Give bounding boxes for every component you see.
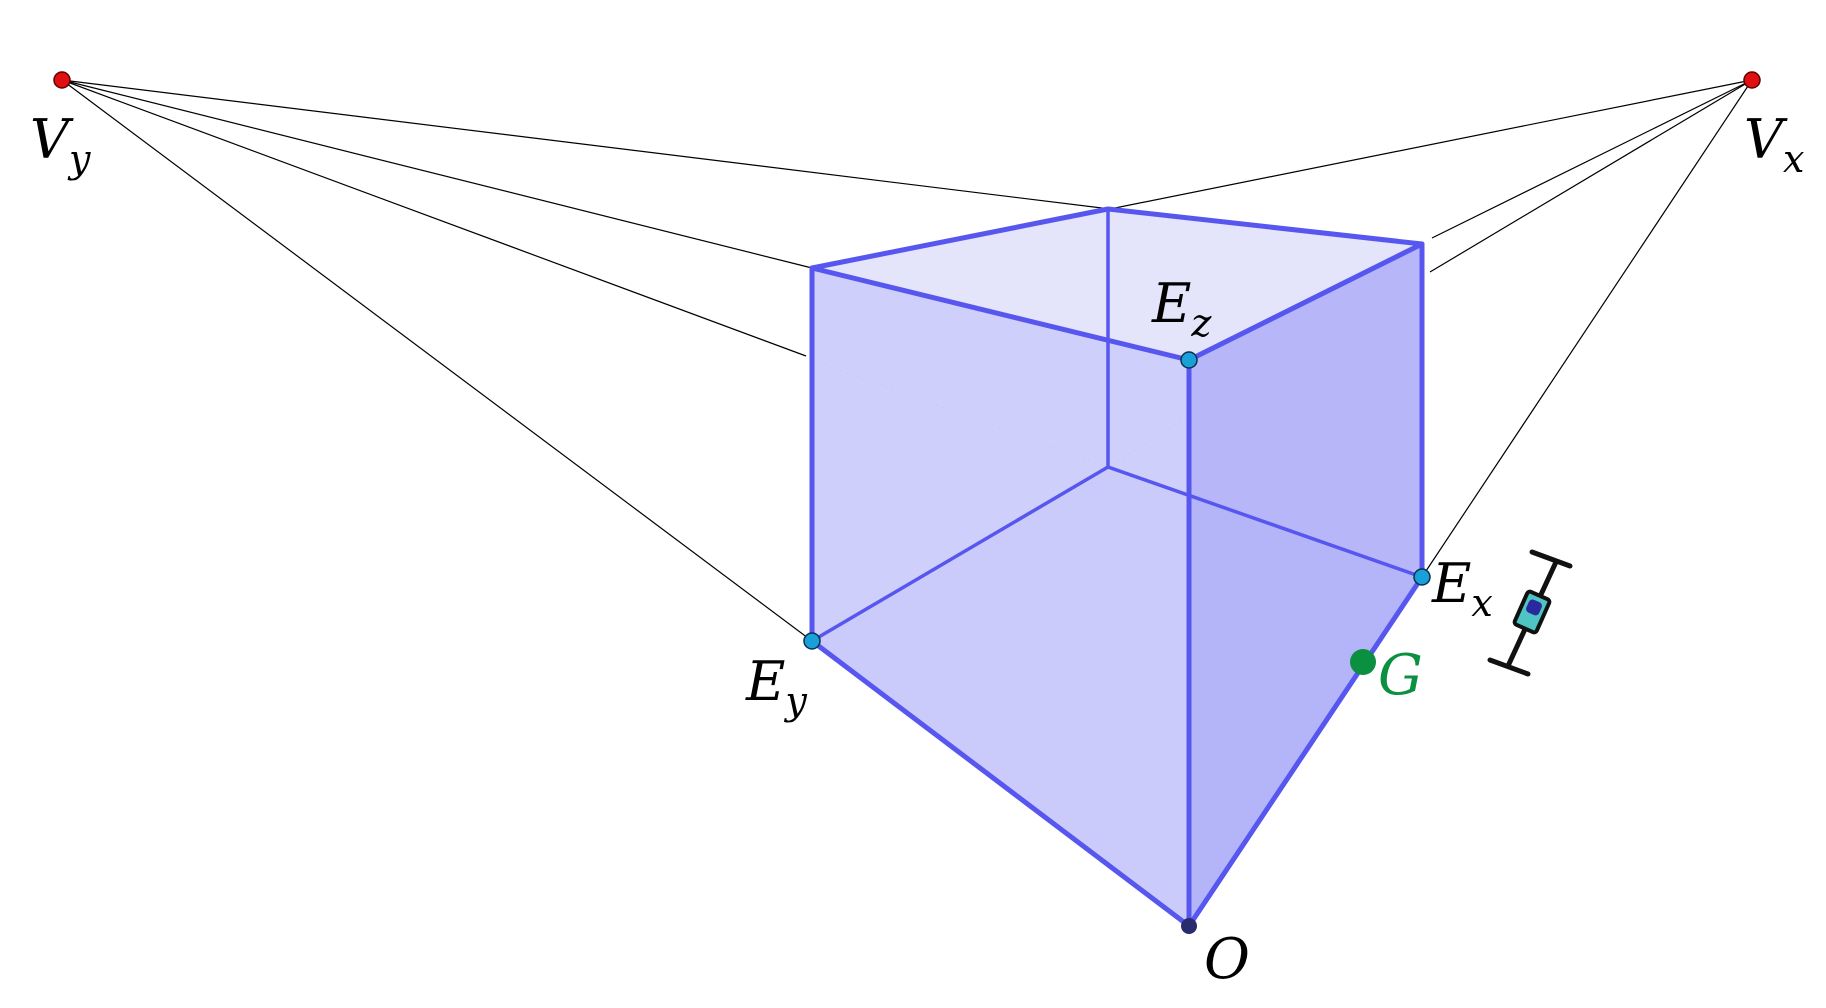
point-vy[interactable]	[53, 71, 71, 89]
cube-faces	[812, 209, 1422, 926]
slider-top-cap	[1529, 549, 1573, 569]
edge-back-bottom-left	[811, 465, 1109, 643]
vy-to-top-left-line	[61, 79, 813, 269]
vx-to-top-right-line	[1431, 79, 1753, 239]
edge-bottom-right	[1186, 574, 1425, 929]
vy-to-mid-left-line	[61, 79, 807, 357]
cube-edges	[809, 206, 1425, 929]
labels: Vy Vx Ez Ex Ey O G	[30, 108, 1804, 992]
edge-bottom-left	[809, 638, 1192, 929]
label-o: O	[1204, 927, 1250, 992]
vx-to-ex-line	[1421, 79, 1753, 578]
label-ez: Ez	[1151, 272, 1212, 345]
front-right-face	[1189, 244, 1422, 926]
slider-bottom-cap	[1487, 657, 1531, 677]
top-face	[812, 209, 1422, 360]
label-vy: Vy	[30, 108, 91, 181]
point-ex[interactable]	[1413, 568, 1431, 586]
construction-lines	[61, 79, 1753, 642]
vy-to-top-center-line	[61, 79, 1111, 210]
slider-handle-icon[interactable]	[1487, 549, 1573, 677]
point-o[interactable]	[1181, 918, 1197, 934]
label-ey: Ey	[745, 650, 807, 723]
edge-back-bottom-right	[1107, 465, 1423, 579]
point-ey[interactable]	[803, 632, 821, 650]
label-ex: Ex	[1431, 552, 1493, 625]
vy-to-ey-line	[61, 79, 813, 642]
front-left-face	[812, 268, 1189, 926]
label-g: G	[1378, 643, 1423, 708]
point-g[interactable]	[1350, 649, 1376, 675]
points	[53, 71, 1761, 934]
point-ez[interactable]	[1180, 351, 1198, 369]
point-vx[interactable]	[1743, 71, 1761, 89]
vx-to-mid-right-line	[1429, 79, 1753, 273]
label-vx: Vx	[1744, 108, 1804, 181]
vx-to-top-center-line	[1109, 79, 1753, 210]
slider-knob[interactable]	[1525, 598, 1543, 616]
